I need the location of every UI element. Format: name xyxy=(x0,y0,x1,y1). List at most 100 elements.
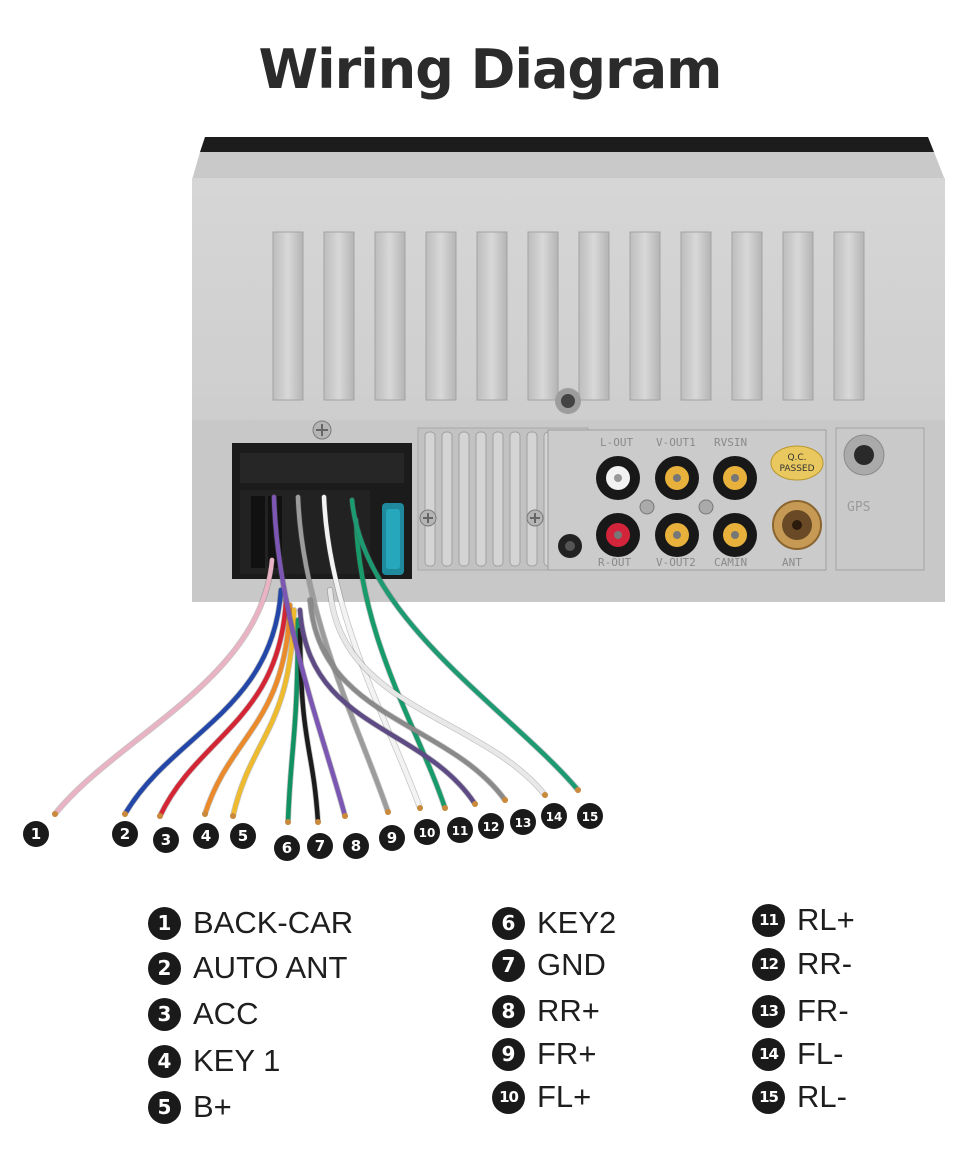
vent-slot xyxy=(492,431,504,567)
aux-mini-jack[interactable] xyxy=(558,534,582,558)
legend-number-badge: 8 xyxy=(492,994,525,1028)
heat-sink-fin xyxy=(731,231,763,401)
screw-icon xyxy=(312,420,332,440)
wire-marker-circle xyxy=(153,827,179,853)
heat-sink-fin xyxy=(323,231,355,401)
legend-number-badge: 1 xyxy=(148,906,181,940)
wire-tip xyxy=(542,792,548,798)
heat-sink-fin xyxy=(374,231,406,401)
legend-number-badge: 3 xyxy=(148,997,181,1031)
vent-slot xyxy=(441,431,453,567)
legend-label: KEY 1 xyxy=(193,1043,281,1078)
v-out2-label: V-OUT2 xyxy=(656,556,696,569)
legend-item-6: 6 KEY2 xyxy=(492,905,616,941)
wire-tip xyxy=(230,813,236,819)
l-out-label: L-OUT xyxy=(600,436,633,449)
heat-sink-fin xyxy=(272,231,304,401)
r-out-label: R-OUT xyxy=(598,556,631,569)
wire-marker-number: 7 xyxy=(315,837,325,855)
wire-tip xyxy=(122,811,128,817)
rca-jack-v-out2[interactable] xyxy=(655,513,699,557)
wire-marker-number: 3 xyxy=(161,831,171,849)
qc-label: Q.C. xyxy=(787,453,806,463)
mount-screw-hole xyxy=(555,388,581,414)
legend-label: BACK-CAR xyxy=(193,905,354,940)
wire-1 xyxy=(52,557,275,817)
wire-marker-number: 8 xyxy=(351,837,361,855)
legend-number-badge: 13 xyxy=(752,994,785,1028)
wire-tip xyxy=(202,811,208,817)
legend-item-15: 15 RL- xyxy=(752,1079,847,1115)
legend-number-badge: 15 xyxy=(752,1080,785,1114)
gps-port[interactable]: GPS xyxy=(835,427,925,571)
wire-tip xyxy=(157,813,163,819)
wire-tip xyxy=(315,819,321,825)
rca-jack-rvsin[interactable] xyxy=(713,456,757,500)
vent-slot xyxy=(526,431,538,567)
vent-slot xyxy=(509,431,521,567)
wire-marker-circle xyxy=(343,833,369,859)
legend-label: RL- xyxy=(797,1079,847,1114)
legend-number-badge: 14 xyxy=(752,1037,785,1071)
legend-number-badge: 6 xyxy=(492,906,525,940)
heat-sink-fin xyxy=(680,231,712,401)
rca-screw-icon xyxy=(698,499,714,515)
legend-label: KEY2 xyxy=(537,905,617,940)
screw-icon xyxy=(419,509,437,527)
wire-marker-number: 4 xyxy=(201,827,211,845)
heat-sink-fin xyxy=(833,231,865,401)
page-title: Wiring Diagram xyxy=(258,38,723,101)
antenna-socket[interactable] xyxy=(772,500,822,550)
unit-top-rim xyxy=(192,137,945,180)
wire-tip xyxy=(575,787,581,793)
wire-tip xyxy=(502,797,508,803)
legend-number-badge: 10 xyxy=(492,1080,525,1114)
wire-5 xyxy=(230,607,297,819)
wire-14 xyxy=(327,587,548,798)
wire-marker-circle xyxy=(541,803,567,829)
wire-marker-number: 6 xyxy=(282,839,292,857)
legend-item-1: 1 BACK-CAR xyxy=(148,905,353,941)
gps-label: GPS xyxy=(847,500,870,515)
heat-sink-fin xyxy=(425,231,457,401)
rca-jack-v-out1[interactable] xyxy=(655,456,699,500)
fuse xyxy=(382,503,404,575)
heat-sink-fin xyxy=(476,231,508,401)
wire-2 xyxy=(122,587,284,817)
rca-panel: L-OUT V-OUT1 RVSIN R-OUT V-OUT2 CAMIN AN… xyxy=(547,429,827,571)
rca-jack-r-out[interactable] xyxy=(596,513,640,557)
legend-number-badge: 9 xyxy=(492,1037,525,1071)
wire-13 xyxy=(307,597,508,803)
heat-sink-fin xyxy=(527,231,559,401)
wire-marker-number: 2 xyxy=(120,825,130,843)
wire-marker-number: 13 xyxy=(515,816,532,830)
legend-number-badge: 7 xyxy=(492,948,525,982)
wire-bundle xyxy=(52,494,581,825)
vent-slot xyxy=(424,431,436,567)
wire-marker-number: 12 xyxy=(483,820,500,834)
wire-8 xyxy=(271,494,348,819)
wire-marker-circle xyxy=(23,821,49,847)
legend-number-badge: 5 xyxy=(148,1090,181,1124)
wire-marker-circle xyxy=(307,833,333,859)
heat-sink-fin xyxy=(782,231,814,401)
wire-marker-circle xyxy=(478,813,504,839)
wire-marker-circle xyxy=(447,817,473,843)
wire-tip xyxy=(285,819,291,825)
wire-12 xyxy=(297,607,478,807)
wire-marker-circle xyxy=(230,823,256,849)
rca-jack-camin[interactable] xyxy=(713,513,757,557)
wire-tip xyxy=(472,801,478,807)
wire-marker-number: 5 xyxy=(238,827,248,845)
vent-slot xyxy=(458,431,470,567)
rvsin-label: RVSIN xyxy=(714,436,747,449)
legend-number-badge: 4 xyxy=(148,1044,181,1078)
legend-label: RL+ xyxy=(797,902,855,937)
rca-jack-l-out[interactable] xyxy=(596,456,640,500)
legend-label: AUTO ANT xyxy=(193,950,348,985)
